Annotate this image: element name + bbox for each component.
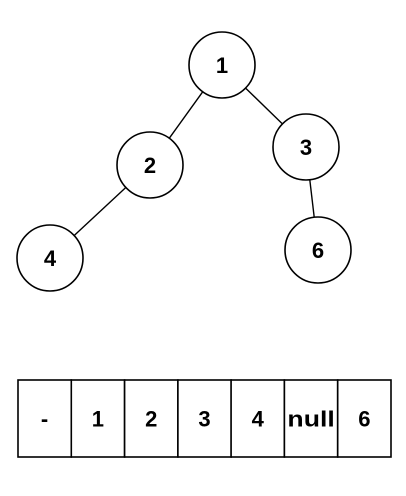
array-cell-label: 4 [252, 407, 265, 432]
array-cell-5: null [283, 379, 339, 458]
array-cell-label: 1 [92, 407, 104, 432]
array-representation: - 1 2 3 4 null 6 [17, 379, 392, 458]
tree-node-2: 2 [116, 131, 184, 199]
tree-node-label: 3 [300, 135, 312, 160]
tree-edge-n2-n4 [73, 186, 127, 237]
array-cell-2: 2 [123, 379, 179, 458]
tree-nodes: 1 2 3 4 6 [16, 31, 352, 292]
tree-node-circle [188, 31, 256, 99]
array-cell-box [230, 379, 286, 458]
array-cell-box [70, 379, 126, 458]
tree-node-circle [284, 216, 352, 284]
array-cell-box [123, 379, 179, 458]
array-cell-label: null [287, 407, 334, 432]
array-cell-label: 3 [198, 407, 210, 432]
array-cell-box [283, 379, 339, 458]
array-cell-1: 1 [70, 379, 126, 458]
tree-node-circle [16, 224, 84, 292]
tree-edge-n3-n6 [309, 179, 315, 218]
tree-node-3: 3 [272, 113, 340, 181]
array-cell-label: 6 [358, 407, 370, 432]
array-cell-4: 4 [230, 379, 286, 458]
tree-node-label: 4 [44, 246, 57, 271]
tree-node-label: 2 [144, 153, 156, 178]
array-cell-box [17, 379, 73, 458]
tree-edge-n1-n2 [168, 91, 204, 139]
array-cell-box [177, 379, 232, 458]
tree-edges [73, 87, 315, 237]
tree-edge-n1-n3 [245, 87, 283, 125]
tree-node-circle [116, 131, 184, 199]
array-cell-0: - [17, 379, 73, 458]
tree-node-4: 4 [16, 224, 84, 292]
tree-node-1: 1 [188, 31, 256, 99]
tree-node-6: 6 [284, 216, 352, 284]
array-cell-label: - [41, 407, 48, 432]
array-cell-box [336, 379, 392, 458]
array-cell-label: 2 [145, 407, 157, 432]
tree-node-circle [272, 113, 340, 181]
tree-node-label: 1 [216, 53, 228, 78]
array-cell-3: 3 [177, 379, 232, 458]
array-cell-6: 6 [336, 379, 392, 458]
tree-node-label: 6 [312, 238, 324, 263]
